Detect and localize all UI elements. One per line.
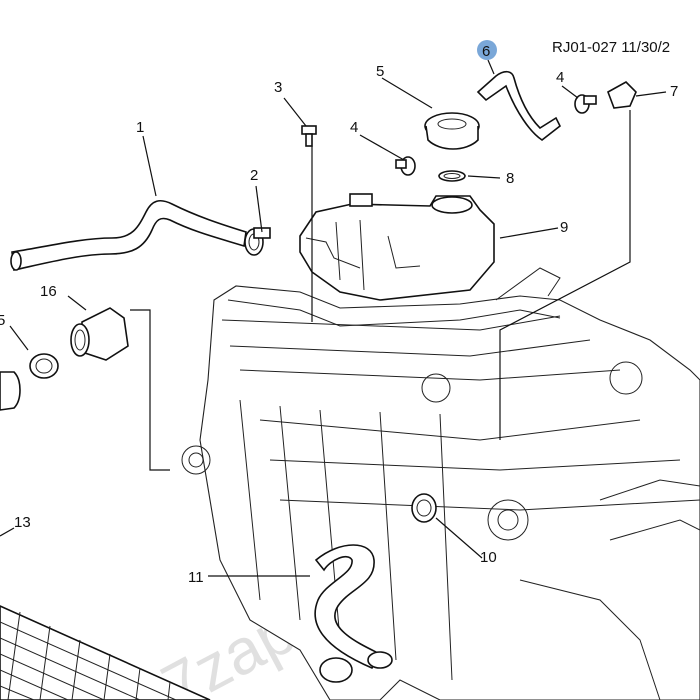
- coolant-reservoir-part-9[interactable]: [299, 193, 495, 301]
- leader-lines: [0, 59, 667, 577]
- reference-code: RJ01-027 11/30/2: [552, 39, 670, 56]
- radiator-part-13[interactable]: [0, 605, 211, 700]
- callout-labels: 1 2 3 4 4 5 6 7 8 9 10 11 13 5 16: [0, 43, 678, 586]
- callout-1[interactable]: 1: [136, 119, 144, 136]
- clamp-part-2[interactable]: [244, 227, 271, 256]
- callout-16[interactable]: 16: [40, 283, 57, 300]
- reservoir-cap-part-5[interactable]: [424, 112, 480, 150]
- callout-11[interactable]: 11: [188, 569, 204, 586]
- callout-6[interactable]: 6: [482, 43, 490, 60]
- hose-fitting-part-16[interactable]: [70, 307, 129, 361]
- seal-ring-part-8[interactable]: [438, 170, 466, 182]
- callout-3[interactable]: 3: [274, 79, 282, 96]
- callout-4-right[interactable]: 4: [556, 69, 564, 86]
- callout-10[interactable]: 10: [480, 549, 497, 566]
- hose-stub-left[interactable]: [0, 371, 21, 411]
- callout-13[interactable]: 13: [14, 514, 31, 531]
- clamp-part-10[interactable]: [411, 493, 437, 523]
- clamp-part-15[interactable]: [29, 353, 59, 379]
- hose-part-1[interactable]: [10, 199, 247, 271]
- clamp-part-4-left[interactable]: [395, 156, 416, 176]
- clamp-part-4-right[interactable]: [574, 94, 597, 114]
- overflow-hose-part-6[interactable]: [476, 70, 562, 141]
- callout-4-left[interactable]: 4: [350, 119, 358, 136]
- callout-9[interactable]: 9: [560, 219, 568, 236]
- connector-part-7[interactable]: [607, 81, 637, 109]
- callout-5-left[interactable]: 5: [0, 312, 5, 329]
- callout-5[interactable]: 5: [376, 63, 384, 80]
- callout-2[interactable]: 2: [250, 167, 258, 184]
- callout-7[interactable]: 7: [670, 83, 678, 100]
- callout-8[interactable]: 8: [506, 170, 514, 187]
- callout-6-highlight: [477, 40, 497, 60]
- bolt-part-3[interactable]: [301, 125, 317, 147]
- lower-hose-part-11[interactable]: [314, 544, 393, 683]
